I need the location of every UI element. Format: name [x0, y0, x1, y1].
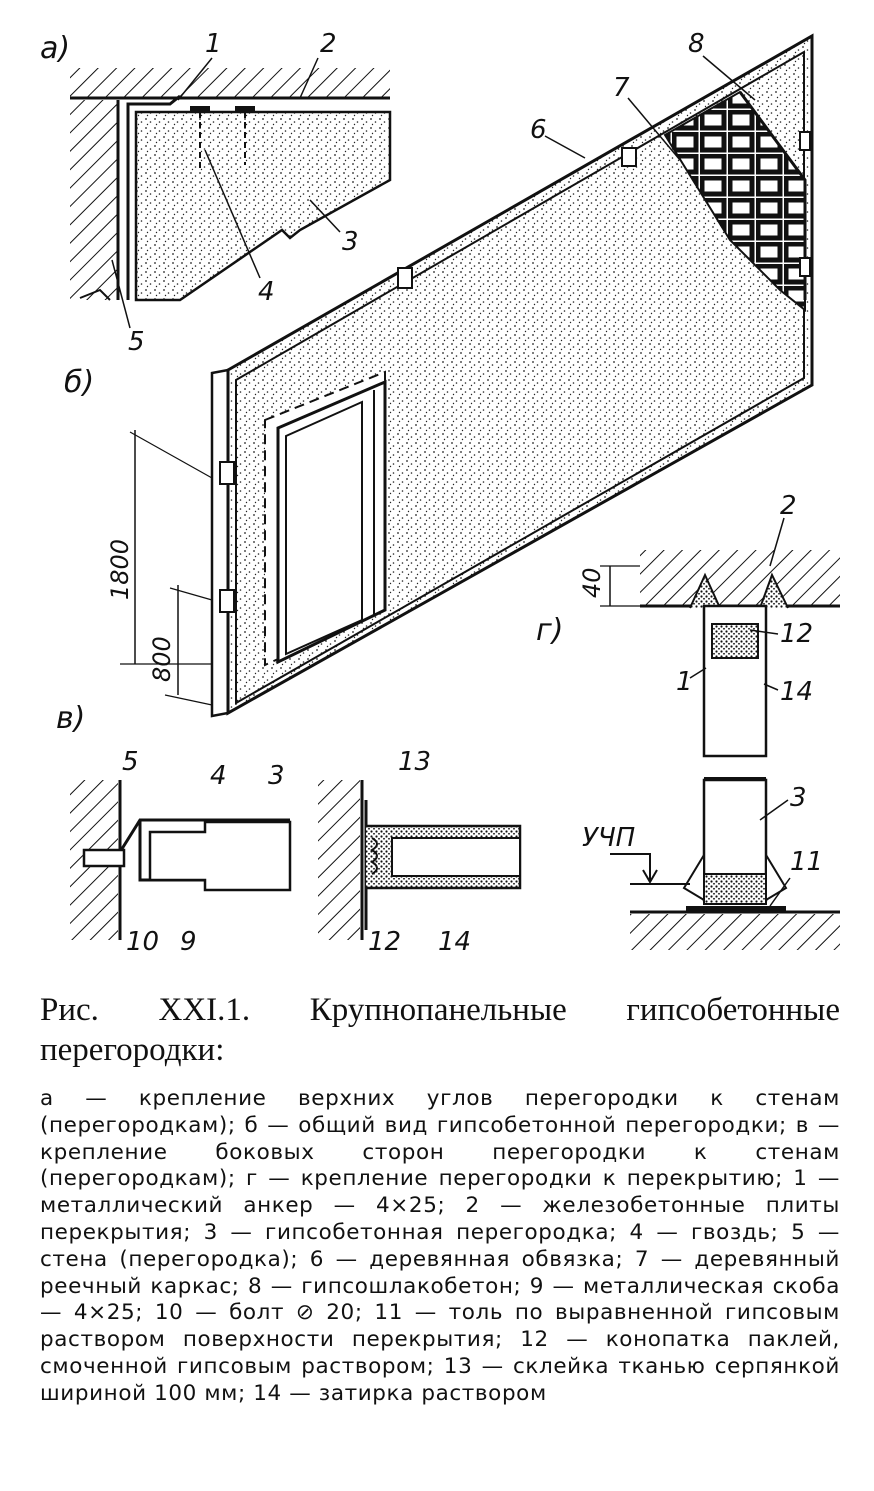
caption-legend: а — крепление верхних углов перегородки … [40, 1086, 840, 1406]
label-2-g: 2 [780, 491, 797, 521]
section-v-detail-right: 13 12 14 [318, 747, 522, 957]
label-3-v: 3 [268, 761, 285, 791]
section-b-panel-overview: б) 6 7 8 1800 800 [64, 29, 814, 718]
partition-3 [134, 110, 392, 302]
label-9-v: 9 [180, 927, 197, 957]
dimension-1800: 1800 [106, 539, 134, 600]
uchp-arrow [610, 853, 658, 884]
section-v-detail-left: 5 4 3 10 9 [70, 747, 292, 957]
caulking-12 [370, 837, 378, 875]
section-g-label: г) [536, 613, 563, 648]
label-10-v: 10 [126, 927, 159, 957]
label-8-b: 8 [688, 29, 705, 59]
wall [70, 100, 118, 300]
label-4-a: 4 [258, 277, 275, 307]
figure-caption: Рис. XXI.1. Крупнопанельные гипсобетонны… [40, 990, 840, 1408]
label-7-b: 7 [613, 73, 630, 103]
uchp-label: УЧП [582, 823, 635, 853]
door-opening [264, 370, 387, 667]
anchor-1 [126, 94, 181, 300]
label-3-g: 3 [790, 783, 807, 813]
wooden-frame-6 [235, 50, 805, 705]
dimension-800: 800 [148, 636, 176, 682]
label-2-a: 2 [320, 29, 337, 59]
section-v-label: в) [56, 701, 85, 736]
panel-side-edge [210, 368, 230, 718]
partition-technical-drawing: а) 1 2 3 4 5 б) 6 7 8 [40, 29, 840, 957]
label-5-v: 5 [122, 747, 139, 777]
ceiling-slab [70, 68, 390, 98]
label-14-g: 14 [780, 677, 813, 707]
label-1-g: 1 [676, 667, 693, 697]
section-b-label: б) [64, 365, 94, 400]
label-12-v: 12 [368, 927, 401, 957]
dimension-40: 40 [578, 567, 606, 598]
section-a-label: а) [40, 31, 70, 66]
caption-title: Рис. XXI.1. Крупнопанельные гипсобетонны… [40, 992, 840, 1068]
label-3-a: 3 [342, 227, 359, 257]
label-14-v: 14 [438, 927, 471, 957]
label-11-g: 11 [790, 847, 823, 877]
label-13-v: 13 [398, 747, 431, 777]
label-5-a: 5 [128, 327, 145, 357]
bolt-10 [82, 848, 126, 868]
section-g-floor-ceiling-detail: г) 40 2 12 1 14 3 11 УЧП [536, 491, 840, 950]
label-6-b: 6 [530, 115, 547, 145]
label-4-v: 4 [210, 761, 227, 791]
roofing-felt-11 [686, 906, 786, 912]
label-1-a: 1 [205, 29, 222, 59]
section-a-top-corner-detail: а) 1 2 3 4 5 [40, 29, 392, 357]
label-12-g: 12 [780, 619, 813, 649]
